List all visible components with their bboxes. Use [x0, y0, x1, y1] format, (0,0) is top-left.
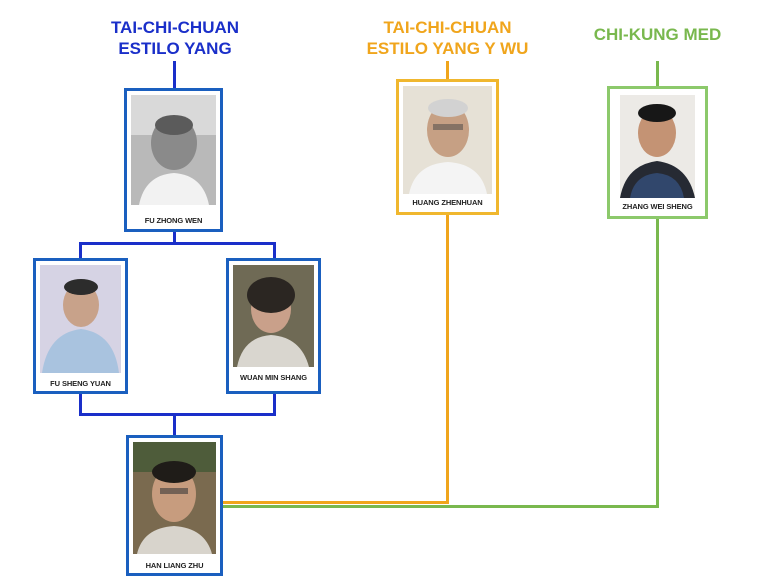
connector-yang-down [173, 232, 176, 244]
connector-yang-wu-top [446, 61, 449, 80]
photo-zhang-wei-sheng [620, 95, 695, 198]
caption-huang-zhenhuan: HUANG ZHENHUAN [412, 198, 483, 207]
photo-wuan-min-shang [233, 265, 314, 367]
connector-yang-branch [79, 242, 276, 245]
connector-yang-right-drop [273, 242, 276, 259]
photo-fu-zhong-wen [131, 95, 216, 205]
photo-huang-zhenhuan [403, 86, 492, 194]
connector-chi-kung-horizontal [222, 505, 659, 508]
connector-yang-join [79, 413, 276, 416]
connector-chi-kung-down [656, 218, 659, 508]
card-huang-zhenhuan: HUANG ZHENHUAN [396, 79, 499, 215]
connector-yang-top [173, 61, 176, 89]
heading-chi-kung-line1: CHI-KUNG MED [593, 25, 722, 44]
connector-yang-left-drop [79, 242, 82, 259]
caption-wuan-min-shang: WUAN MIN SHANG [240, 373, 307, 382]
connector-chi-kung-top [656, 61, 659, 87]
photo-fu-sheng-yuan [40, 265, 121, 373]
connector-yang-wu-horizontal [222, 501, 449, 504]
heading-chi-kung: CHI-KUNG MED [570, 24, 745, 45]
card-fu-zhong-wen: FU ZHONG WEN [124, 88, 223, 232]
connector-yang-wu-down [446, 214, 449, 504]
connector-yang-bottom [173, 413, 176, 436]
caption-han-liang-zhu: HAN LIANG ZHU [145, 561, 204, 570]
heading-yang-line1: TAI-CHI-CHUAN [110, 18, 240, 37]
heading-yang-line2: ESTILO YANG [118, 39, 232, 58]
caption-zhang-wei-sheng: ZHANG WEI SHENG [622, 202, 693, 211]
heading-yang-wu: TAI-CHI-CHUAN ESTILO YANG Y WU [340, 17, 555, 59]
card-han-liang-zhu: HAN LIANG ZHU [126, 435, 223, 576]
heading-yang-wu-line1: TAI-CHI-CHUAN [383, 18, 512, 37]
connector-yang-right-rise [273, 393, 276, 416]
card-zhang-wei-sheng: ZHANG WEI SHENG [607, 86, 708, 219]
connector-yang-left-rise [79, 393, 82, 416]
caption-fu-zhong-wen: FU ZHONG WEN [144, 216, 203, 225]
photo-han-liang-zhu [133, 442, 216, 554]
heading-yang: TAI-CHI-CHUAN ESTILO YANG [85, 17, 265, 59]
card-wuan-min-shang: WUAN MIN SHANG [226, 258, 321, 394]
card-fu-sheng-yuan: FU SHENG YUAN [33, 258, 128, 394]
heading-yang-wu-line2: ESTILO YANG Y WU [366, 39, 529, 58]
caption-fu-sheng-yuan: FU SHENG YUAN [50, 379, 111, 388]
